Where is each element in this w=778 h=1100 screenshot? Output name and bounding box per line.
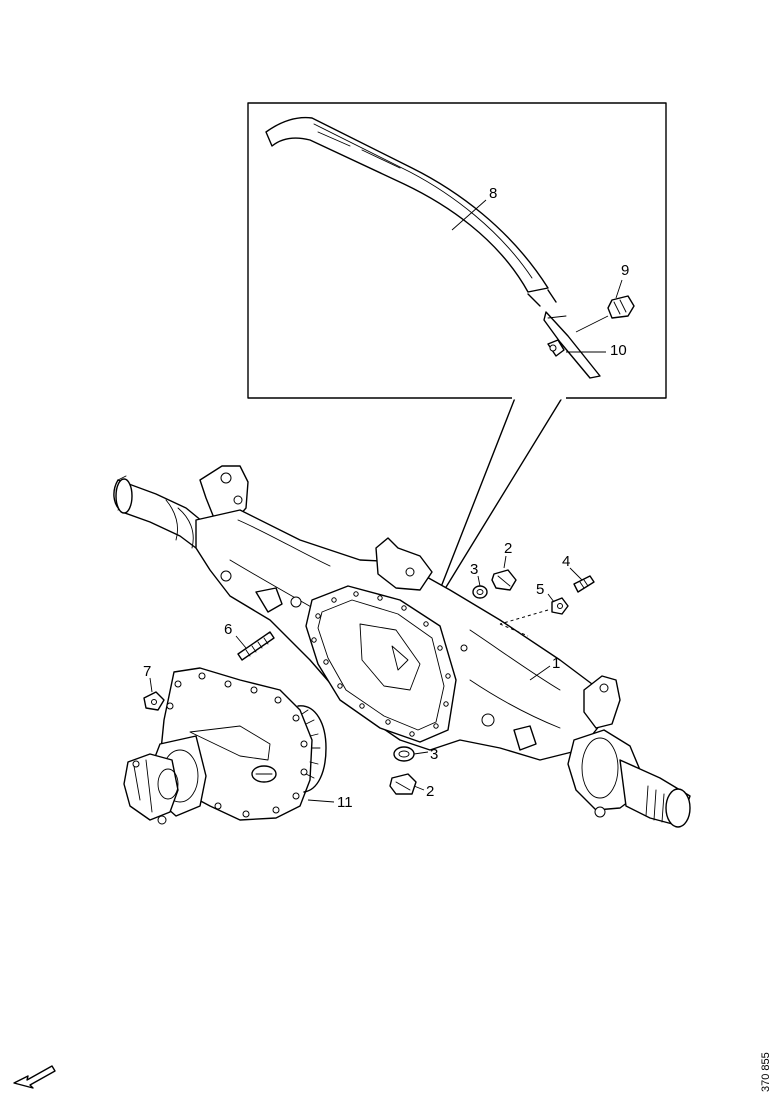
callout-2-bottom: 2 <box>426 783 434 800</box>
pipe-clip <box>547 339 565 357</box>
callout-5: 5 <box>536 581 544 598</box>
detail-inset-frame <box>247 102 667 399</box>
callout-9: 9 <box>621 262 629 279</box>
callout-7: 7 <box>143 663 151 680</box>
breather-fitting <box>607 295 635 319</box>
callout-11: 11 <box>337 794 353 811</box>
right-spring-bracket <box>583 675 621 729</box>
drive-yoke <box>123 753 179 821</box>
nut-5 <box>551 597 569 615</box>
drain-plug-bottom <box>389 773 417 795</box>
callout-1: 1 <box>552 655 560 672</box>
top-lug <box>375 537 433 591</box>
callout-6: 6 <box>224 621 232 638</box>
differential-carrier <box>123 667 327 825</box>
axle-housing <box>113 465 691 828</box>
stud-4 <box>573 575 595 593</box>
flange-bolts <box>311 591 451 737</box>
callout-4: 4 <box>562 553 570 570</box>
breather-pipe <box>265 116 601 379</box>
seal-washer-top <box>472 585 488 599</box>
drain-plug-top <box>491 569 517 591</box>
carrier-bolts <box>166 672 308 818</box>
nut-7 <box>143 691 165 711</box>
ring-gear <box>297 705 327 793</box>
callout-8: 8 <box>489 185 497 202</box>
stud-6 <box>237 631 275 661</box>
callout-10: 10 <box>610 342 627 359</box>
assembly-line-5 <box>499 609 549 625</box>
detail-inset: 8 9 10 <box>247 102 667 611</box>
banjo-flange <box>305 585 457 743</box>
direction-arrow-icon <box>13 1065 56 1089</box>
drawing-code: 370 855 <box>760 1052 772 1092</box>
callout-3-top: 3 <box>470 561 478 578</box>
callout-2-top: 2 <box>504 540 512 557</box>
callout-3-bottom: 3 <box>430 746 438 763</box>
seal-washer-bottom <box>393 746 415 762</box>
left-spring-bracket <box>199 465 249 525</box>
leader-lines <box>149 555 583 803</box>
